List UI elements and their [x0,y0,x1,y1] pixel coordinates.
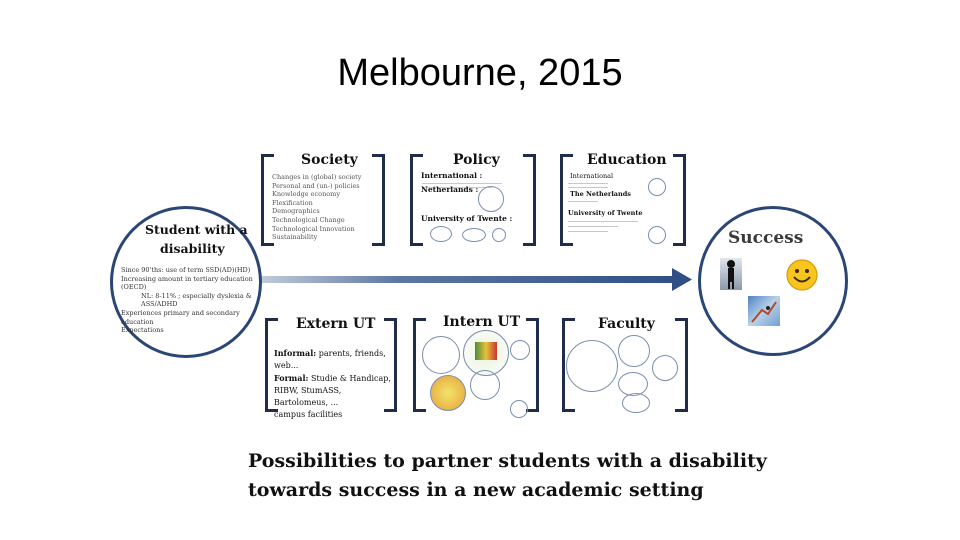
intern-mini-circle [510,400,528,418]
society-title: Society [301,152,358,168]
policy-mini-circle [462,228,486,242]
faculty-mini-circle [566,340,618,392]
extern-title: Extern UT [296,316,375,332]
society-item: Technological Innovation [272,225,377,234]
intern-colored-chart [475,342,497,360]
intern-mini-circle [510,340,530,360]
student-note: Experiences primary and secondary educat… [121,309,253,326]
society-item: Knowledge economy [272,190,377,199]
caption-line1: Possibilities to partner students with a… [248,450,767,472]
student-note: NL: 8-11% ; especially dyslexia & ASS/AD… [121,292,253,309]
faculty-mini-circle [622,393,650,413]
policy-netherlands: Netherlands : [421,186,478,195]
caption-line2: towards success in a new academic settin… [248,479,704,501]
extern-line4: campus facilities [274,409,394,421]
faculty-mini-circle [618,335,650,367]
education-twente: University of Twente [568,209,642,218]
society-item: Changes in (global) society [272,173,377,182]
student-notes: Since 90'ths: use of term SSD(AD)(HD) In… [121,266,253,335]
policy-mini-circle [478,186,504,212]
intern-mini-circle [470,370,500,400]
society-item: Sustainability [272,233,377,242]
policy-international: International : [421,172,482,181]
student-note: Expectations [121,326,253,335]
intern-mini-circle [430,375,466,411]
extern-line3: RIBW, StumASS, Bartolomeus, ... [274,385,394,409]
policy-mini-circle [430,226,452,242]
intern-title: Intern UT [443,314,520,330]
extern-body: Informal: parents, friends, web... Forma… [274,347,394,421]
education-netherlands: The Netherlands [570,190,631,199]
education-international: International [570,172,613,181]
person-silhouette-image [720,258,742,290]
smiley-icon [786,259,818,296]
policy-title: Policy [453,152,500,168]
student-note: Increasing amount in tertiary education … [121,275,253,292]
society-item: Demographics [272,207,377,216]
climber-image [748,296,780,326]
intern-mini-circle [422,336,460,374]
success-label: Success [728,228,803,248]
faculty-mini-circle [652,355,678,381]
extern-formal: Formal: Studie & Handicap, [274,372,394,385]
policy-twente: University of Twente : [421,215,512,224]
education-mini-circle [648,178,666,196]
student-title-line2: disability [160,241,225,256]
society-item: Technological Change [272,216,377,225]
student-note: Since 90'ths: use of term SSD(AD)(HD) [121,266,253,275]
policy-mini-circle [492,228,506,242]
extern-informal: Informal: parents, friends, web... [274,347,394,372]
education-mini-circle [648,226,666,244]
education-title: Education [587,152,667,168]
society-list: Changes in (global) society Personal and… [272,173,377,242]
society-item: Personal and (un-) policies [272,182,377,191]
faculty-title: Faculty [598,316,655,332]
society-item: Flexification [272,199,377,208]
student-title-line1: Student with a [145,222,248,237]
